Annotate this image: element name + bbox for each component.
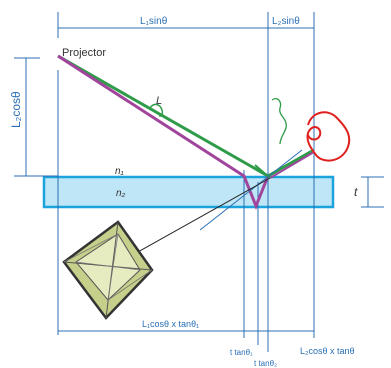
squiggle-right [271, 98, 287, 145]
squiggle-left [149, 103, 164, 117]
thickness-label: t [354, 185, 358, 199]
top-right-label: L₂sinθ [272, 16, 300, 27]
ray-label: L [156, 95, 162, 107]
ray-to-eye-magenta [269, 151, 315, 179]
ray-green [57, 54, 269, 178]
glass-slab [42, 175, 335, 209]
bottom-t-tan1-label: t tanθ₁ [230, 348, 253, 357]
gemstone-icon [62, 220, 154, 320]
top-left-label: L₁sinθ [140, 16, 168, 27]
ray-green-short [254, 164, 271, 179]
bottom-right-label: L₂cosθ x tanθ [300, 346, 355, 356]
n2-label: n₂ [116, 188, 126, 199]
projector-label: Projector [62, 47, 106, 59]
bottom-length-label: L₁cosθ x tanθ₁ [142, 319, 199, 329]
eye-icon [306, 111, 351, 162]
refraction-normal [199, 149, 303, 231]
bottom-t-tan2-label: t tanθ₂ [254, 359, 277, 368]
ray-to-eye [267, 149, 313, 178]
left-vertical-label: L₂cosθ [9, 91, 23, 128]
n1-label: n₁ [115, 166, 124, 177]
gem-ray [119, 177, 271, 263]
